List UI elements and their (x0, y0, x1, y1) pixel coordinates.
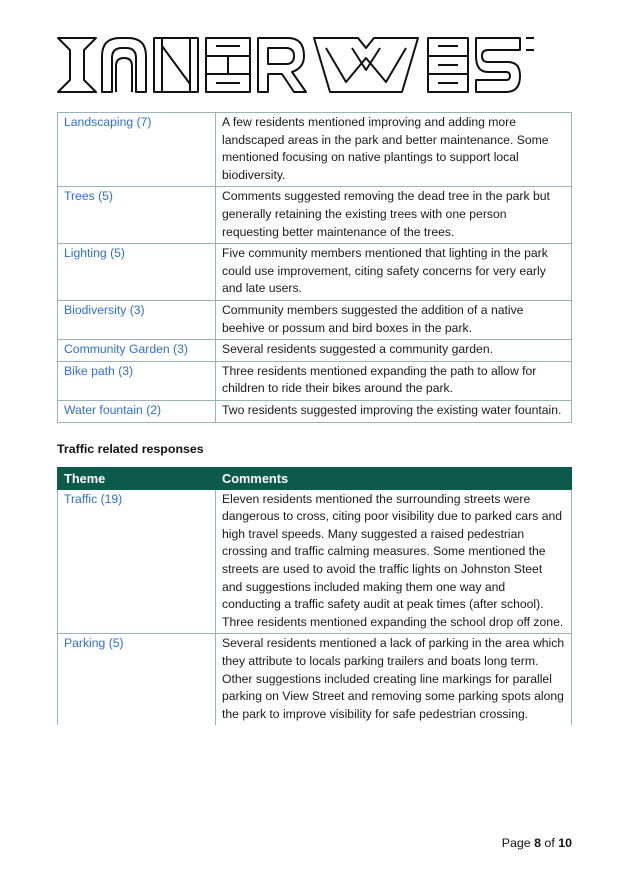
table-row: Bike path (3) Three residents mentioned … (57, 360, 572, 401)
table-row: Lighting (5) Five community members ment… (57, 243, 572, 301)
theme-cell: Landscaping (7) (57, 111, 216, 188)
theme-cell: Biodiversity (3) (57, 299, 216, 341)
comment-cell: Eleven residents mentioned the surroundi… (215, 488, 572, 635)
comment-cell: Comments suggested removing the dead tre… (215, 186, 572, 245)
comment-cell: Two residents suggested improving the ex… (215, 399, 572, 423)
comment-cell: Five community members mentioned that li… (215, 243, 572, 301)
table-row: Traffic (19) Eleven residents mentioned … (57, 488, 572, 635)
theme-cell: Parking (5) (57, 633, 216, 726)
table-row: Community Garden (3) Several residents s… (57, 339, 572, 362)
table-row: Trees (5) Comments suggested removing th… (57, 186, 572, 245)
comment-cell: Community members suggested the addition… (215, 299, 572, 341)
theme-cell: Water fountain (2) (57, 399, 216, 423)
theme-cell: Bike path (3) (57, 360, 216, 401)
page-prefix: Page (501, 836, 535, 850)
theme-cell: Community Garden (3) (57, 339, 216, 362)
table-row: Biodiversity (3) Community members sugge… (57, 299, 572, 341)
page-of: of (540, 836, 559, 850)
traffic-table: Theme Comments Traffic (19) Eleven resid… (57, 467, 572, 726)
comment-cell: Several residents mentioned a lack of pa… (215, 633, 572, 726)
comment-cell: Several residents suggested a community … (215, 339, 572, 362)
comments-column-header: Comments (215, 467, 572, 490)
themes-table: Landscaping (7) A few residents mentione… (57, 111, 572, 423)
theme-cell: Trees (5) (57, 186, 216, 245)
theme-cell: Lighting (5) (57, 243, 216, 301)
comment-cell: Three residents mentioned expanding the … (215, 360, 572, 401)
inner-west-logo (56, 36, 534, 94)
theme-cell: Traffic (19) (57, 488, 216, 635)
current-page: 8 (534, 836, 541, 850)
theme-column-header: Theme (57, 467, 216, 490)
table-row: Water fountain (2) Two residents suggest… (57, 399, 572, 423)
logo-wordmark-icon (57, 37, 534, 93)
table-row: Landscaping (7) A few residents mentione… (57, 111, 572, 188)
table-row: Parking (5) Several residents mentioned … (57, 633, 572, 726)
section-heading: Traffic related responses (57, 442, 204, 456)
total-pages: 10 (558, 836, 572, 850)
page-number: Page 8 of 10 (502, 836, 572, 850)
table-header-row: Theme Comments (57, 467, 572, 490)
comment-cell: A few residents mentioned improving and … (215, 111, 572, 188)
